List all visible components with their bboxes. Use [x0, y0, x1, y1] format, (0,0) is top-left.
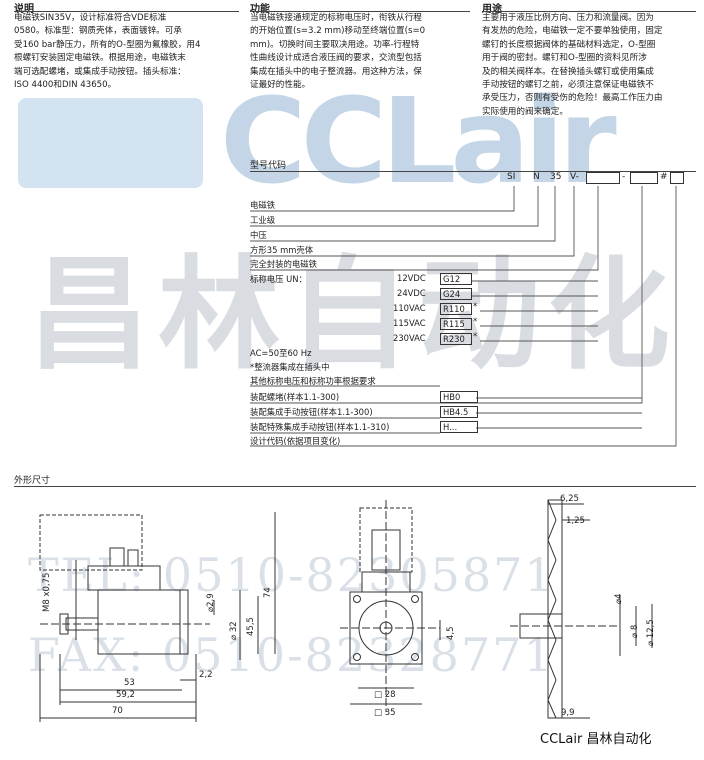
- model-code-title: 型号代码: [250, 161, 287, 171]
- usage-line: 有发热的危险，电磁铁一定不要单独使用，固定: [482, 26, 663, 37]
- other-voltage-note: 其他标称电压和标称功率根据要求: [250, 376, 376, 386]
- dim-w99: 9,9: [561, 708, 575, 718]
- func-title: 功能: [250, 4, 270, 15]
- code-box-design: [670, 172, 684, 184]
- code-row-medium-pressure: 中压: [250, 230, 267, 240]
- usage-divider: [482, 11, 696, 12]
- dim-w53: 53: [124, 678, 135, 688]
- func-line: 集成在插头中的电子整流器。用这种方法，保: [250, 66, 422, 77]
- func-line: 证最好的性能。: [250, 80, 311, 91]
- voltage-24vdc: 24VDC: [397, 288, 426, 298]
- voltage-code-g24: G24: [440, 288, 472, 300]
- code-row-industrial: 工业级: [250, 215, 276, 225]
- usage-line: 及的相关阀样本。在替换插头螺钉或使用集成: [482, 66, 654, 77]
- func-line: 性曲线设计成适合液压阀的要求，交流型包括: [250, 53, 422, 64]
- code-letter-n: N: [533, 172, 540, 182]
- option-code-hb0: HB0: [440, 391, 478, 403]
- model-code-divider: [250, 171, 696, 172]
- voltage-12vdc: 12VDC: [397, 273, 426, 283]
- outline-title: 外形尺寸: [14, 476, 51, 486]
- code-letter-si: SI: [507, 172, 516, 182]
- func-line: 的开始位置(s=3.2 mm)移动至终端位置(s=0: [250, 26, 426, 37]
- ac-note: AC=50至60 Hz: [250, 348, 312, 358]
- desc-line: 电磁铁SIN35V，设计标准符合VDE标准: [14, 13, 167, 23]
- voltage-star: *: [473, 331, 478, 341]
- desc-title: 说明: [14, 4, 34, 15]
- voltage-code-r110: R110: [440, 303, 472, 315]
- voltage-115vac: 115VAC: [393, 318, 426, 328]
- code-row-solenoid: 电磁铁: [250, 200, 276, 210]
- desc-text: 电磁铁SIN35V，设计标准符合VDE标准 0580。标准型：钢质壳体，表面镀锌…: [14, 12, 242, 92]
- voltage-code-r230: R230: [440, 333, 472, 345]
- footer-brand: CCLair 昌林自动化: [540, 728, 651, 747]
- usage-title: 用途: [482, 4, 502, 15]
- code-letter-hash: #: [660, 172, 668, 182]
- desc-divider: [14, 11, 239, 12]
- dim-w35: □ 35: [374, 708, 396, 718]
- desc-line: ISO 4400和DIN 43650。: [14, 80, 117, 91]
- voltage-star: *: [473, 301, 478, 311]
- voltage-code-r115: R115: [440, 318, 472, 330]
- code-box-option: [630, 172, 658, 184]
- option-code-h: H...: [440, 421, 478, 433]
- dim-w592: 59,2: [116, 690, 135, 700]
- usage-line: 实际使用的阀来确定。: [482, 106, 568, 117]
- dim-w625: 6,25: [560, 494, 579, 504]
- dim-d4: ⌀4: [614, 593, 624, 604]
- option-special-button: 装配特殊集成手动按钮(样本1.1-310): [250, 422, 390, 432]
- dim-w22: 2,2: [199, 670, 213, 680]
- usage-line: 主要用于液压比例方向、压力和流量阀。因为: [482, 13, 654, 23]
- dim-w125: 1,25: [566, 516, 585, 526]
- func-divider: [250, 11, 470, 12]
- func-line: 当电磁铁接通规定的标称电压时，衔铁从行程: [250, 13, 422, 23]
- option-code-hb45: HB4.5: [440, 406, 478, 418]
- code-row-encapsulated: 完全封装的电磁铁: [250, 259, 317, 269]
- footer-brand-cn: 昌林自动化: [586, 732, 652, 747]
- code-row-voltage-label: 标称电压 UN：: [250, 274, 307, 284]
- desc-line: 受160 bar静压力，所有的O-型圈为氟橡胶，用4: [14, 39, 201, 50]
- voltage-star: *: [473, 316, 478, 326]
- code-row-square-housing: 方形35 mm壳体: [250, 245, 314, 255]
- rectifier-note: *整流器集成在插头中: [250, 362, 330, 372]
- desc-line: 端可选配螺堵，或集成手动按钮。插头标准：: [14, 66, 186, 77]
- option-plug: 装配螺堵(样本1.1-300): [250, 392, 340, 402]
- code-box-voltage: [586, 172, 620, 184]
- desc-line: 0580。标准型：钢质壳体，表面镀锌。可承: [14, 26, 182, 37]
- outline-divider: [14, 486, 696, 487]
- footer-brand-latin: CCLair: [540, 732, 583, 747]
- func-text: 当电磁铁接通规定的标称电压时，衔铁从行程 的开始位置(s=3.2 mm)移动至终…: [250, 12, 470, 92]
- code-letter-dash: -: [622, 172, 626, 182]
- usage-line: 螺钉的长度根据阀体的基础材料选定，O-型圈: [482, 39, 656, 50]
- option-manual-button: 装配集成手动按钮(样本1.1-300): [250, 407, 373, 417]
- code-letter-v: V-: [570, 172, 579, 182]
- usage-line: 用于阀的密封。螺钉和O-型圈的资料见所涉: [482, 53, 647, 64]
- func-line: mm)。切换时间主要取决用途。功率-行程特: [250, 39, 420, 50]
- voltage-110vac: 110VAC: [393, 303, 426, 313]
- desc-line: 根螺钉安装固定电磁铁。根据用途，电磁铁末: [14, 53, 186, 64]
- dim-w70: 70: [112, 706, 123, 716]
- design-code-row: 设计代码(依据项目变化): [250, 436, 341, 446]
- voltage-code-g12: G12: [440, 273, 472, 285]
- usage-text: 主要用于液压比例方向、压力和流量阀。因为 有发热的危险，电磁铁一定不要单独使用，…: [482, 12, 696, 119]
- voltage-230vac: 230VAC: [393, 333, 426, 343]
- code-letter-35: 35: [550, 172, 562, 182]
- usage-line: 承受压力，否则有受伤的危险！最高工作压力由: [482, 93, 663, 104]
- dim-d125: ⌀ 12,5: [646, 619, 656, 646]
- usage-line: 手动按钮的螺钉之前，必须注意保证电磁铁不: [482, 80, 654, 91]
- dim-w28: □ 28: [374, 690, 396, 700]
- dim-d8: ⌀ 8: [630, 624, 640, 638]
